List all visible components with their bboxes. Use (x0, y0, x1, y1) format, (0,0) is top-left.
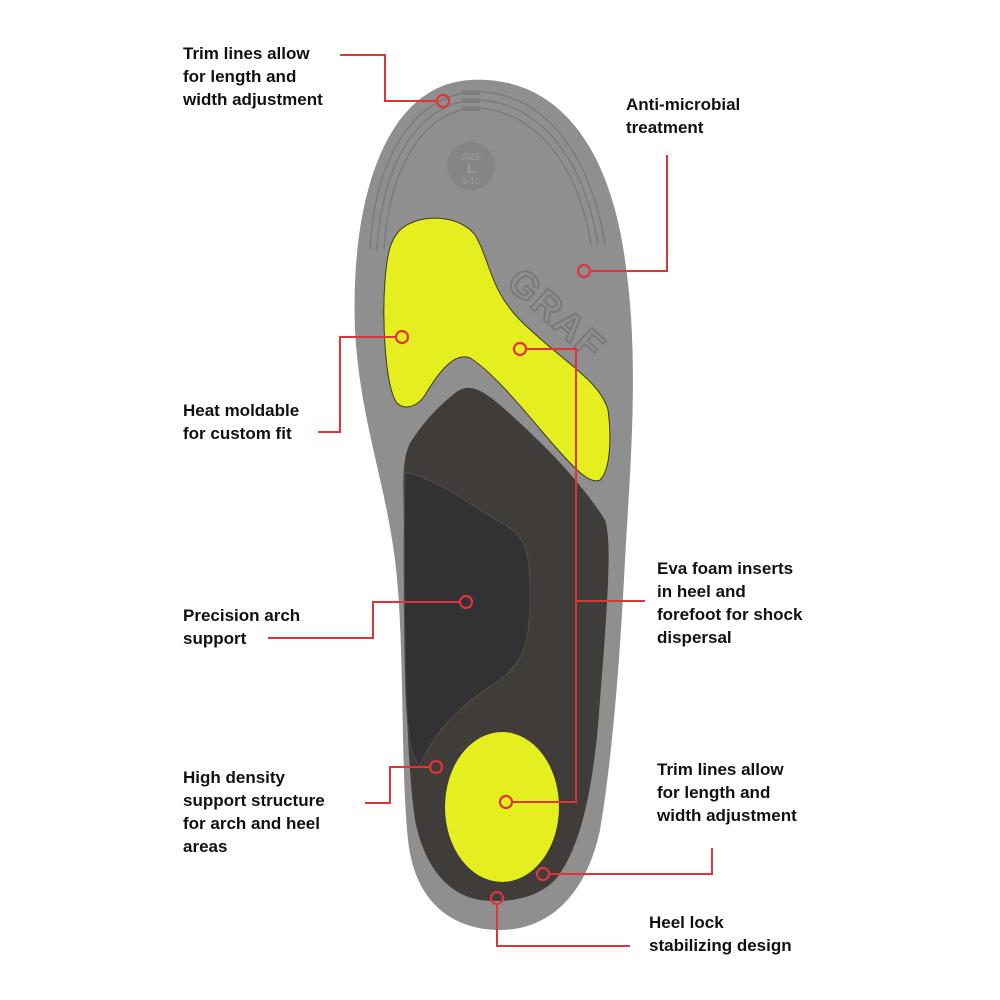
marker-trim-bottom (535, 866, 551, 882)
forefoot-foam-insert (383, 217, 611, 482)
callout-arch-support: Precision arch support (183, 606, 301, 648)
callout-trim-lines-bottom: Trim lines allow for length and width ad… (657, 760, 797, 825)
arch-support-region (403, 471, 531, 766)
trim-marks (462, 90, 480, 111)
callout-heel-lock: Heel lock stabilizing design (649, 913, 792, 955)
callout-lines (268, 54, 713, 947)
marker-trim-top (435, 93, 451, 109)
size-badge: SIZE L 9-10 (447, 142, 495, 190)
marker-arch (458, 594, 474, 610)
marker-heat-moldable (394, 329, 410, 345)
callout-anti-microbial: Anti-microbial treatment (626, 95, 741, 137)
callout-high-density: High density support structure for arch … (183, 768, 325, 856)
marker-eva-heel (498, 794, 514, 810)
callout-trim-lines-top: Trim lines allow for length and width ad… (183, 44, 323, 109)
marker-heel-lock (489, 890, 505, 906)
marker-high-density (428, 759, 444, 775)
callout-markers (394, 93, 592, 906)
callout-eva-foam: Eva foam inserts in heel and forefoot fo… (657, 559, 803, 647)
svg-text:9-10: 9-10 (462, 176, 480, 186)
svg-text:SIZE: SIZE (461, 152, 481, 162)
marker-eva-forefoot (512, 341, 528, 357)
svg-text:L: L (467, 160, 476, 176)
marker-anti-microbial (576, 263, 592, 279)
callout-heat-moldable: Heat moldable for custom fit (183, 401, 300, 443)
